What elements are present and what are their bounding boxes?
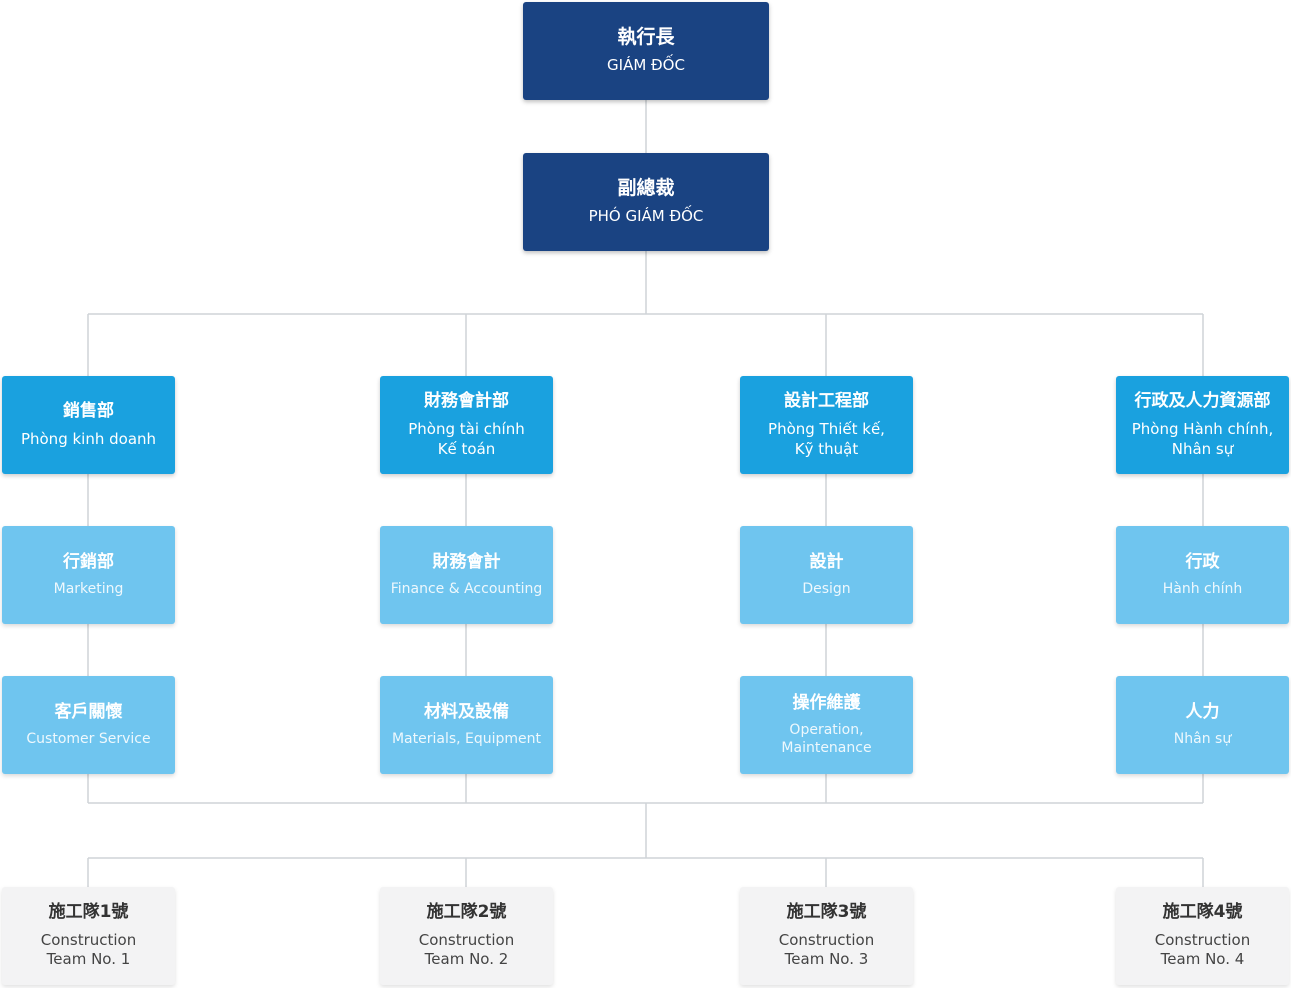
sub-admin-vi: Hành chính (1162, 581, 1243, 598)
vp-title-vi: PHÓ GIÁM ĐỐC (588, 207, 704, 226)
sub-marketing-en: Marketing (53, 581, 124, 598)
team-3-zh: 施工隊3號 (786, 902, 867, 923)
dept-finance-zh: 財務會計部 (424, 390, 509, 411)
sub-materials-zh: 材料及設備 (424, 701, 509, 722)
vp-box: 副總裁 PHÓ GIÁM ĐỐC (523, 153, 769, 251)
sub-customer-zh: 客戶關懷 (54, 701, 123, 722)
sub-materials-en: Materials, Equipment (391, 731, 542, 748)
team-4-zh: 施工隊4號 (1162, 902, 1243, 923)
construction-team-1: 施工隊1號 Construction Team No. 1 (2, 887, 175, 985)
dept-design-vi: Phòng Thiết kế, Kỹ thuật (768, 419, 885, 459)
vp-title-zh: 副總裁 (617, 177, 675, 200)
sub-finance-accounting: 財務會計 Finance & Accounting (380, 526, 553, 624)
sub-marketing: 行銷部 Marketing (2, 526, 175, 624)
dept-finance-vi: Phòng tài chính Kế toán (408, 419, 525, 459)
sub-operation-maintenance: 操作維護 Operation, Maintenance (740, 676, 913, 774)
sub-design-en: Design (802, 581, 851, 598)
sub-hr-vi: Nhân sự (1173, 731, 1232, 748)
sub-materials-equipment: 材料及設備 Materials, Equipment (380, 676, 553, 774)
dept-sales-zh: 銷售部 (63, 400, 114, 421)
sub-operation-en: Operation, Maintenance (781, 722, 872, 757)
sub-admin-zh: 行政 (1185, 551, 1220, 572)
team-4-en: Construction Team No. 4 (1154, 930, 1251, 969)
dept-finance: 財務會計部 Phòng tài chính Kế toán (380, 376, 553, 474)
dept-design-engineering: 設計工程部 Phòng Thiết kế, Kỹ thuật (740, 376, 913, 474)
dept-admin-hr: 行政及人力資源部 Phòng Hành chính, Nhân sự (1116, 376, 1289, 474)
construction-team-3: 施工隊3號 Construction Team No. 3 (740, 887, 913, 985)
sub-finance-en: Finance & Accounting (390, 581, 543, 598)
team-1-en: Construction Team No. 1 (40, 930, 137, 969)
dept-sales-vi: Phòng kinh doanh (20, 430, 157, 449)
dept-admin-vi: Phòng Hành chính, Nhân sự (1131, 419, 1274, 459)
construction-team-2: 施工隊2號 Construction Team No. 2 (380, 887, 553, 985)
ceo-title-zh: 執行長 (617, 26, 675, 49)
sub-finance-zh: 財務會計 (432, 551, 501, 572)
sub-operation-zh: 操作維護 (792, 692, 861, 713)
sub-customer-en: Customer Service (26, 731, 151, 748)
dept-admin-zh: 行政及人力資源部 (1134, 390, 1271, 411)
team-1-zh: 施工隊1號 (48, 902, 129, 923)
sub-customer-service: 客戶關懷 Customer Service (2, 676, 175, 774)
dept-sales: 銷售部 Phòng kinh doanh (2, 376, 175, 474)
sub-marketing-zh: 行銷部 (63, 551, 114, 572)
dept-design-zh: 設計工程部 (784, 390, 869, 411)
sub-hr-zh: 人力 (1185, 701, 1220, 722)
sub-design: 設計 Design (740, 526, 913, 624)
team-2-en: Construction Team No. 2 (418, 930, 515, 969)
team-2-zh: 施工隊2號 (426, 902, 507, 923)
ceo-box: 執行長 GIÁM ĐỐC (523, 2, 769, 100)
team-3-en: Construction Team No. 3 (778, 930, 875, 969)
construction-team-4: 施工隊4號 Construction Team No. 4 (1116, 887, 1289, 985)
sub-administration: 行政 Hành chính (1116, 526, 1289, 624)
ceo-title-vi: GIÁM ĐỐC (607, 56, 685, 75)
sub-human-resources: 人力 Nhân sự (1116, 676, 1289, 774)
sub-design-zh: 設計 (809, 551, 844, 572)
